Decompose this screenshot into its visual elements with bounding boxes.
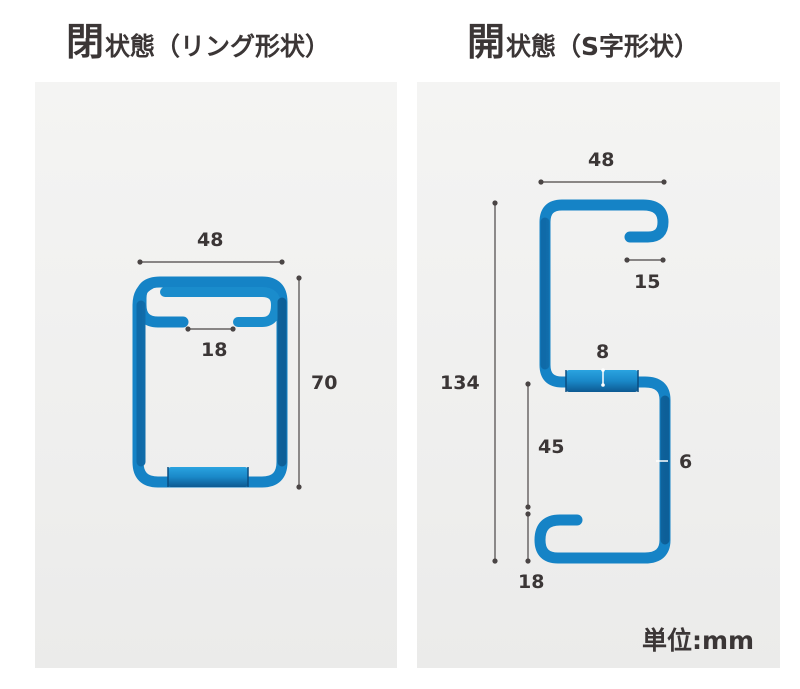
- ring-dimension-lines: [137, 259, 302, 490]
- ring-hook-illustration: [132, 276, 288, 488]
- title-open-rest: 状態（S字形状）: [506, 32, 700, 61]
- ring-height-label: 70: [311, 372, 338, 394]
- title-open-state: 開状態（S字形状）: [467, 14, 699, 64]
- s-total-height-label: 134: [440, 372, 480, 394]
- s-lower-height-label: 45: [538, 436, 565, 458]
- ring-gap-label: 18: [201, 339, 228, 361]
- s-wire-label: 6: [679, 451, 693, 473]
- s-width-label: 48: [588, 149, 615, 171]
- unit-label: 単位:mm: [642, 626, 755, 655]
- title-closed-state: 閉状態（リング形状）: [66, 14, 330, 64]
- lock-sleeve: [566, 370, 638, 392]
- ring-width-label: 48: [197, 229, 224, 251]
- s-hook-illustration: [534, 199, 671, 564]
- title-open-lead: 開: [467, 20, 505, 64]
- title-closed-lead: 閉: [66, 20, 104, 64]
- s-sleeve-label: 8: [596, 341, 610, 363]
- lock-sleeve: [168, 467, 248, 487]
- s-hook-label: 15: [634, 271, 661, 293]
- title-closed-rest: 状態（リング形状）: [105, 32, 331, 61]
- s-dimension-lines: [492, 179, 667, 564]
- s-lower-hook-label: 18: [518, 571, 545, 593]
- closed-ring-panel: [35, 82, 397, 668]
